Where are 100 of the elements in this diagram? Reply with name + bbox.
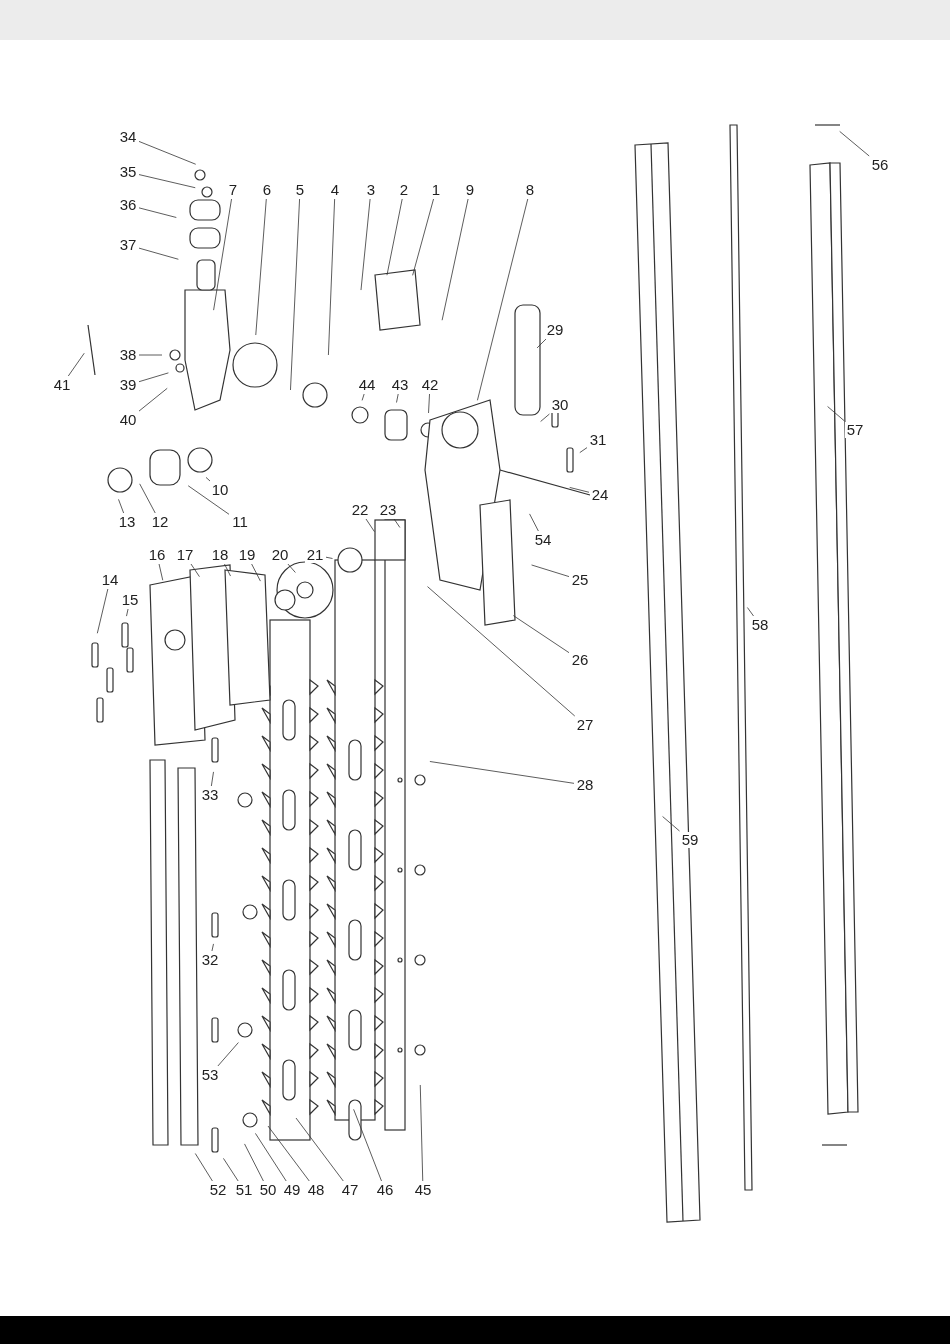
leader-line bbox=[138, 387, 168, 412]
leader-line bbox=[224, 563, 231, 577]
callout-number: 35 bbox=[118, 164, 138, 180]
callout-number: 10 bbox=[210, 482, 230, 498]
leader-line bbox=[419, 1084, 424, 1182]
leader-line bbox=[267, 1125, 310, 1182]
leader-line bbox=[325, 556, 333, 559]
callout-number: 28 bbox=[575, 777, 595, 793]
leader-line bbox=[429, 761, 575, 784]
callout-number: 37 bbox=[118, 237, 138, 253]
leader-line bbox=[662, 816, 680, 832]
callout-number: 21 bbox=[305, 547, 325, 563]
leader-line bbox=[211, 943, 214, 952]
leader-line bbox=[412, 198, 434, 276]
leader-line bbox=[529, 513, 539, 532]
leader-line bbox=[290, 198, 300, 391]
leader-line bbox=[361, 393, 365, 401]
callout-number: 22 bbox=[350, 502, 370, 518]
callout-number: 16 bbox=[147, 547, 167, 563]
callout-number: 43 bbox=[390, 377, 410, 393]
leader-line bbox=[393, 518, 401, 528]
callout-number: 42 bbox=[420, 377, 440, 393]
callout-number: 59 bbox=[680, 832, 700, 848]
callout-number: 15 bbox=[120, 592, 140, 608]
callout-number: 12 bbox=[150, 514, 170, 530]
callout-number: 23 bbox=[378, 502, 398, 518]
leader-line bbox=[139, 483, 156, 514]
leader-line bbox=[158, 563, 164, 581]
callout-number: 33 bbox=[200, 787, 220, 803]
leader-line bbox=[386, 198, 403, 276]
callout-number: 41 bbox=[52, 377, 72, 393]
callout-number: 18 bbox=[210, 547, 230, 563]
leader-line bbox=[255, 198, 267, 336]
leader-line bbox=[536, 338, 547, 349]
callout-number: 14 bbox=[100, 572, 120, 588]
callout-number: 46 bbox=[375, 1182, 395, 1198]
callout-number: 39 bbox=[118, 377, 138, 393]
callout-number: 45 bbox=[413, 1182, 433, 1198]
leader-line bbox=[138, 174, 196, 189]
leader-line bbox=[194, 1153, 213, 1182]
callout-number: 19 bbox=[237, 547, 257, 563]
leader-line bbox=[138, 207, 177, 218]
callout-number: 48 bbox=[306, 1182, 326, 1198]
leader-line bbox=[427, 586, 576, 717]
callout-number: 50 bbox=[258, 1182, 278, 1198]
callout-number: 49 bbox=[282, 1182, 302, 1198]
leader-line bbox=[213, 198, 232, 311]
leader-line bbox=[210, 771, 214, 787]
leader-line bbox=[353, 1108, 382, 1182]
leader-line bbox=[839, 131, 870, 157]
leader-line bbox=[138, 141, 197, 165]
callout-number: 27 bbox=[575, 717, 595, 733]
leader-line bbox=[138, 354, 163, 356]
callout-number: 47 bbox=[340, 1182, 360, 1198]
callout-number: 32 bbox=[200, 952, 220, 968]
callout-number: 17 bbox=[175, 547, 195, 563]
leader-line bbox=[118, 498, 125, 514]
leader-line bbox=[360, 198, 371, 291]
callout-number: 25 bbox=[570, 572, 590, 588]
leader-line bbox=[540, 413, 550, 422]
leader-line bbox=[244, 1143, 264, 1182]
callout-number: 34 bbox=[118, 129, 138, 145]
leader-line bbox=[205, 477, 211, 482]
callout-number: 30 bbox=[550, 397, 570, 413]
callout-number: 11 bbox=[230, 514, 250, 530]
leader-line bbox=[477, 198, 529, 401]
callout-number: 53 bbox=[200, 1067, 220, 1083]
leader-line bbox=[531, 564, 570, 577]
callout-number: 56 bbox=[870, 157, 890, 173]
leader-line bbox=[190, 563, 200, 578]
callout-number: 13 bbox=[117, 514, 137, 530]
callout-number: 24 bbox=[590, 487, 610, 503]
callout-number: 31 bbox=[588, 432, 608, 448]
leader-line bbox=[138, 247, 179, 260]
leader-line bbox=[365, 518, 375, 533]
leader-line bbox=[217, 1042, 239, 1067]
callout-number: 36 bbox=[118, 197, 138, 213]
callout-number: 52 bbox=[208, 1182, 228, 1198]
leader-line bbox=[295, 1117, 344, 1182]
callout-number: 54 bbox=[533, 532, 553, 548]
leader-line bbox=[251, 563, 261, 582]
leader-line bbox=[428, 393, 430, 414]
callout-number: 58 bbox=[750, 617, 770, 633]
leader-line bbox=[67, 352, 85, 377]
callout-number: 26 bbox=[570, 652, 590, 668]
leader-line bbox=[396, 393, 399, 403]
callout-number: 29 bbox=[545, 322, 565, 338]
leader-line bbox=[126, 608, 129, 617]
callout-number: 57 bbox=[845, 422, 865, 438]
leader-line bbox=[512, 615, 570, 654]
leader-line bbox=[255, 1133, 287, 1182]
leader-line bbox=[441, 198, 469, 321]
callout-number: 44 bbox=[357, 377, 377, 393]
callout-number: 38 bbox=[118, 347, 138, 363]
callout-number: 40 bbox=[118, 412, 138, 428]
leader-line bbox=[187, 485, 230, 515]
leader-line bbox=[138, 372, 169, 383]
leader-line bbox=[827, 406, 845, 422]
callout-number: 51 bbox=[234, 1182, 254, 1198]
leader-line bbox=[747, 607, 754, 617]
